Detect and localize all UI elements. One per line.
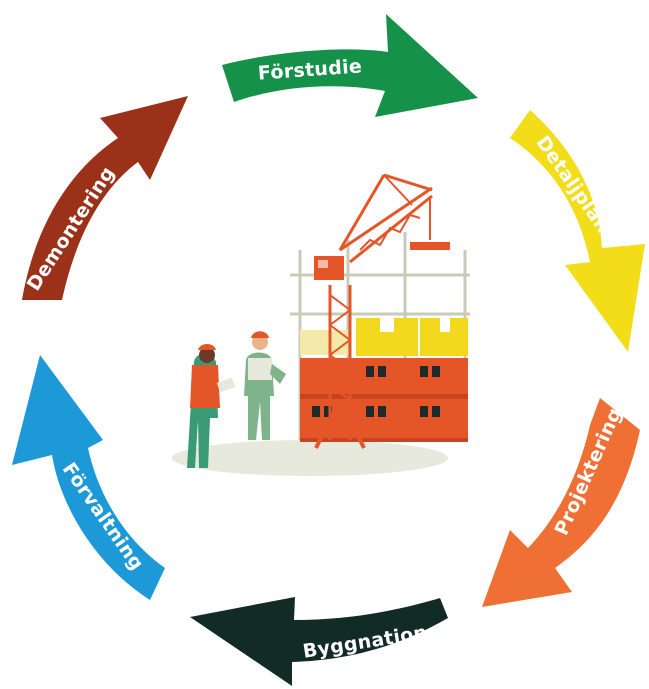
- worker-right: [244, 331, 286, 440]
- arrow-projektering: Projektering: [482, 398, 640, 607]
- pale-block: [300, 330, 348, 355]
- red-floors: [300, 358, 468, 442]
- arrow-detaljplan: Detaljplan: [510, 110, 645, 352]
- arrow-forvaltning: Förvaltning: [12, 355, 165, 600]
- arrow-forstudie: Förstudie: [222, 14, 478, 117]
- stage-label-detaljplan: Detaljplan: [531, 132, 614, 237]
- tower-crane: [314, 173, 433, 449]
- construction-illustration: [172, 173, 470, 476]
- ground-shadow: [172, 440, 448, 476]
- yellow-blocks: [356, 318, 468, 356]
- crane-load: [410, 242, 450, 250]
- arrow-byggnation: Byggnation: [190, 597, 448, 686]
- worker-left: [187, 344, 236, 468]
- arrow-demontering: Demontering: [22, 96, 188, 300]
